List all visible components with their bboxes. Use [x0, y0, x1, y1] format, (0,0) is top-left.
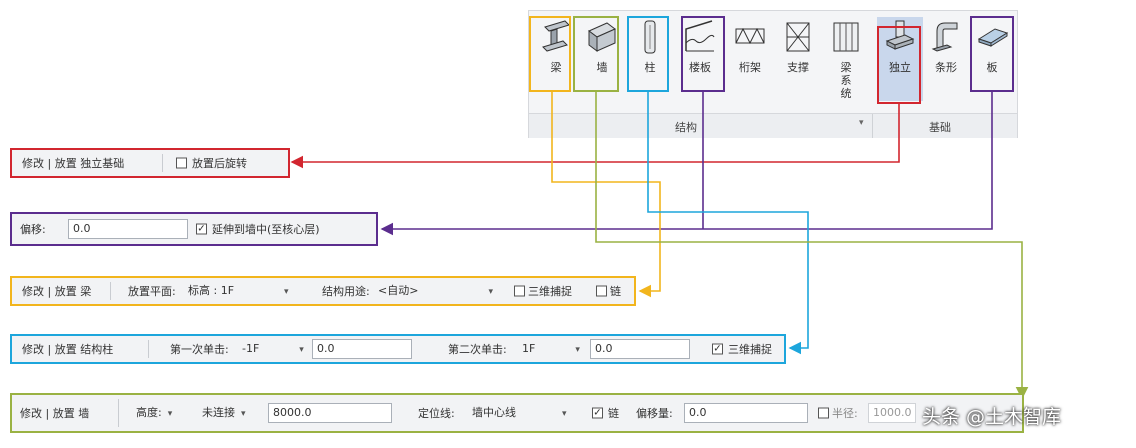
floor-label: 楼板 [689, 61, 711, 74]
truss-label: 桁架 [739, 61, 761, 74]
group-divider [872, 114, 873, 138]
first-click-dropdown[interactable]: -1F▾ [242, 342, 304, 355]
radius-input[interactable]: 1000.0 [868, 403, 916, 423]
column-button[interactable]: 柱 [627, 17, 673, 101]
wall-offset-label: 偏移量: [636, 407, 673, 420]
radius-label: 半径: [832, 407, 858, 420]
options-bar-isolated: 修改 | 放置 独立基础 放置后旋转 [10, 148, 290, 178]
chain-3d-checkbox[interactable] [514, 285, 525, 297]
truss-button[interactable]: 桁架 [727, 17, 773, 101]
strip-foundation-label: 条形 [935, 61, 957, 74]
context-label: 修改 | 放置 梁 [22, 285, 92, 298]
beam-label: 梁 [550, 61, 562, 74]
slab-button[interactable]: 板 [969, 17, 1015, 101]
isolated-foundation-label: 独立 [889, 61, 911, 74]
ribbon-panel: 梁 墙 柱 楼板 桁架 [528, 10, 1018, 138]
slab-label: 板 [986, 61, 998, 74]
beam-system-icon [833, 22, 859, 52]
chain-checkbox[interactable] [596, 285, 607, 297]
wall-icon [588, 22, 616, 52]
radius-checkbox[interactable] [818, 407, 829, 419]
depth-dropdown[interactable]: 高度:▾ [136, 406, 173, 419]
options-bar-column: 修改 | 放置 结构柱 第一次单击: -1F▾ 0.0 第二次单击: 1F▾ 0… [10, 334, 786, 364]
wall-button[interactable]: 墙 [579, 17, 625, 101]
snap-3d-checkbox[interactable]: ✓ [712, 343, 723, 355]
plane-label: 放置平面: [128, 285, 176, 298]
floor-button[interactable]: 楼板 [677, 17, 723, 101]
extend-checkbox[interactable]: ✓ [196, 223, 207, 235]
dialog-launcher-icon[interactable]: ▾ [859, 118, 864, 128]
rotate-label: 放置后旋转 [192, 157, 247, 170]
beam-system-button[interactable]: 梁系统 [823, 17, 869, 101]
beam-icon [542, 20, 570, 52]
options-bar-wall: 修改 | 放置 墙 高度:▾ 未连接▾ 8000.0 定位线: 墙中心线▾ ✓ … [10, 393, 1024, 433]
separator [148, 340, 149, 358]
beam-button[interactable]: 梁 [533, 17, 579, 101]
group-structure-label: 结构 [675, 121, 697, 134]
brace-label: 支撑 [787, 61, 809, 74]
options-bar-floor: 偏移: 0.0 ✓ 延伸到墙中(至核心层) [10, 212, 378, 246]
chain-3d-label: 三维捕捉 [528, 285, 572, 298]
first-click-label: 第一次单击: [170, 343, 229, 356]
usage-label: 结构用途: [322, 285, 370, 298]
slab-icon [977, 28, 1009, 47]
wall-offset-input[interactable]: 0.0 [684, 403, 808, 423]
wall-label: 墙 [596, 61, 608, 74]
isolated-connector [290, 104, 900, 169]
separator [118, 399, 119, 427]
wall-connector [595, 92, 1029, 400]
usage-dropdown[interactable]: <自动>▾ [378, 284, 493, 297]
column-icon [644, 20, 656, 54]
second-click-dropdown[interactable]: 1F▾ [522, 342, 580, 355]
floor-icon [685, 20, 715, 52]
column-connector [647, 92, 809, 355]
strip-foundation-button[interactable]: 条形 [923, 17, 969, 101]
rotate-checkbox[interactable] [176, 157, 187, 169]
column-label: 柱 [644, 61, 656, 74]
height-input[interactable]: 8000.0 [268, 403, 392, 423]
wall-chain-checkbox[interactable]: ✓ [592, 407, 603, 419]
options-bar-beam: 修改 | 放置 梁 放置平面: 标高 : 1F▾ 结构用途: <自动>▾ 三维捕… [10, 276, 636, 306]
locline-label: 定位线: [418, 407, 455, 420]
offset-label: 偏移: [20, 223, 46, 236]
snap-3d-label: 三维捕捉 [728, 343, 772, 356]
second-offset-input[interactable]: 0.0 [590, 339, 690, 359]
ribbon-group-bar: 结构 ▾ 基础 [529, 113, 1017, 138]
context-label: 修改 | 放置 墙 [20, 407, 90, 420]
second-click-label: 第二次单击: [448, 343, 507, 356]
slab-connector [380, 92, 993, 236]
truss-icon [735, 27, 765, 45]
locline-dropdown[interactable]: 墙中心线▾ [472, 406, 567, 419]
separator [110, 282, 111, 300]
offset-input[interactable]: 0.0 [68, 219, 188, 239]
brace-button[interactable]: 支撑 [775, 17, 821, 101]
extend-label: 延伸到墙中(至核心层) [212, 223, 320, 236]
separator [162, 154, 163, 172]
chain-label: 链 [610, 285, 621, 298]
plane-dropdown[interactable]: 标高 : 1F▾ [188, 284, 289, 297]
context-label: 修改 | 放置 独立基础 [22, 157, 125, 170]
link-dropdown[interactable]: 未连接▾ [202, 406, 246, 419]
isolated-foundation-button[interactable]: 独立 [877, 17, 923, 101]
brace-icon [786, 22, 810, 52]
first-offset-input[interactable]: 0.0 [312, 339, 412, 359]
isolated-foundation-icon [885, 20, 915, 50]
context-label: 修改 | 放置 结构柱 [22, 343, 114, 356]
wall-chain-label: 链 [608, 407, 619, 420]
group-foundation-label: 基础 [929, 121, 951, 134]
strip-foundation-icon [931, 22, 958, 52]
watermark: 头条 @土木智库 [922, 406, 1062, 428]
beam-connector [551, 92, 661, 298]
beam-system-label: 梁系统 [840, 61, 852, 100]
